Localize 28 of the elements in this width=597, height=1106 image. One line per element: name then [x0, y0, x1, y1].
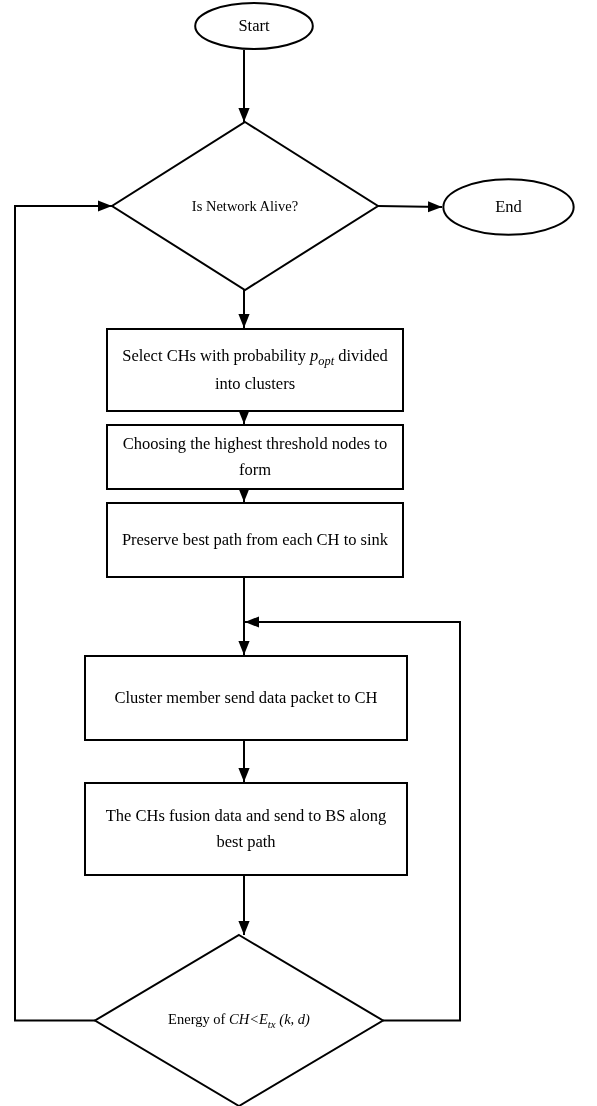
- arrow: [14, 200, 113, 1022]
- node-text: Select CHs with probability p$_{opt}$ divided into clusters: [121, 345, 389, 396]
- node-text: End: [495, 196, 522, 219]
- node-text: Preserve best path from each CH to sink: [121, 529, 389, 552]
- process-box: [84, 782, 408, 876]
- node-text: The CHs fusion data and send to BS along best path: [104, 805, 388, 853]
- arrow: [238, 740, 250, 783]
- process-box: [106, 328, 404, 412]
- process-box: [106, 502, 404, 578]
- node-text: Start: [238, 15, 270, 38]
- arrow: [238, 410, 250, 425]
- node-text: Choosing the highest threshold nodes to form: [121, 433, 389, 481]
- arrow: [238, 49, 250, 123]
- arrow: [238, 577, 250, 656]
- process-box: [84, 655, 408, 741]
- terminal-oval: [194, 2, 314, 50]
- process-box: [106, 424, 404, 490]
- terminal-oval: [442, 178, 575, 236]
- arrow: [238, 488, 250, 503]
- arrow: [238, 289, 250, 329]
- arrow: [244, 616, 461, 1022]
- node-text: Energy of CH<E$_{tx}$ (k, d): [168, 1010, 310, 1032]
- node-text: Cluster member send data packet to CH: [114, 687, 378, 710]
- arrow: [238, 875, 250, 936]
- decision-diamond: [112, 122, 378, 290]
- node-text: Is Network Alive?: [191, 196, 299, 216]
- decision-diamond: [95, 935, 383, 1106]
- arrow: [377, 201, 443, 213]
